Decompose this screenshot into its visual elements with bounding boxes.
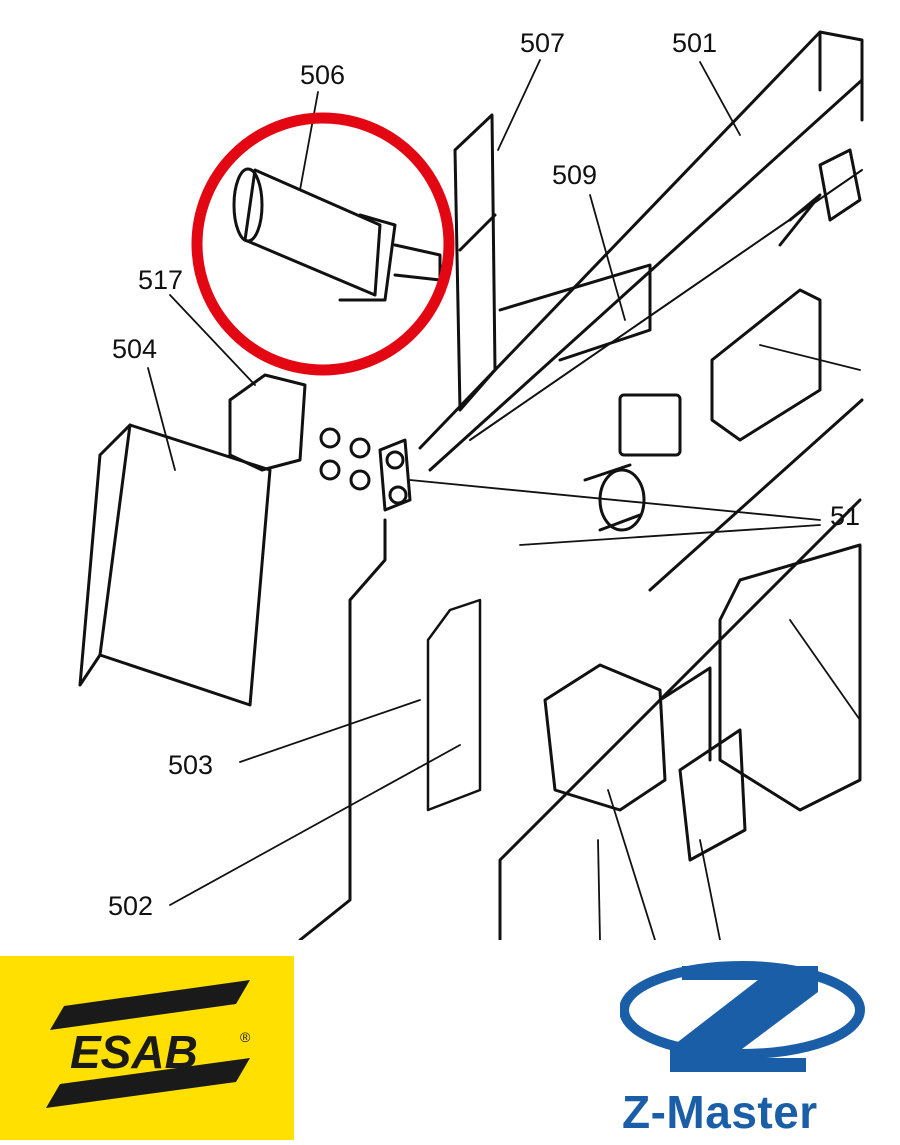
esab-logo-mark: ESAB ® bbox=[46, 980, 251, 1108]
zmaster-wordmark: Z-Master bbox=[622, 1086, 818, 1138]
lower-panel bbox=[298, 518, 387, 940]
label-504: 504 bbox=[112, 334, 158, 364]
label-517: 517 bbox=[138, 265, 184, 295]
label-502: 502 bbox=[108, 891, 154, 921]
label-503: 503 bbox=[168, 750, 214, 780]
zmaster-z-mark bbox=[619, 961, 865, 1072]
zmaster-logo bbox=[619, 948, 870, 1138]
svg-text:®: ® bbox=[240, 1029, 251, 1045]
highlight-ring bbox=[191, 112, 455, 376]
label-509: 509 bbox=[552, 160, 598, 190]
svg-text:ESAB: ESAB bbox=[70, 1026, 198, 1078]
label-506: 506 bbox=[300, 60, 346, 90]
label-51: 51 bbox=[830, 501, 861, 531]
bracket-517 bbox=[228, 373, 307, 472]
label-507: 507 bbox=[520, 28, 566, 58]
panel-507 bbox=[453, 113, 497, 412]
label-501: 501 bbox=[672, 28, 718, 58]
plate-509 bbox=[498, 263, 652, 362]
panel-504 bbox=[98, 423, 272, 707]
chassis-frame bbox=[418, 30, 864, 472]
diagram-drawing bbox=[78, 30, 864, 940]
motor-506 bbox=[243, 168, 382, 297]
esab-logo: ESAB ® bbox=[0, 956, 294, 1140]
